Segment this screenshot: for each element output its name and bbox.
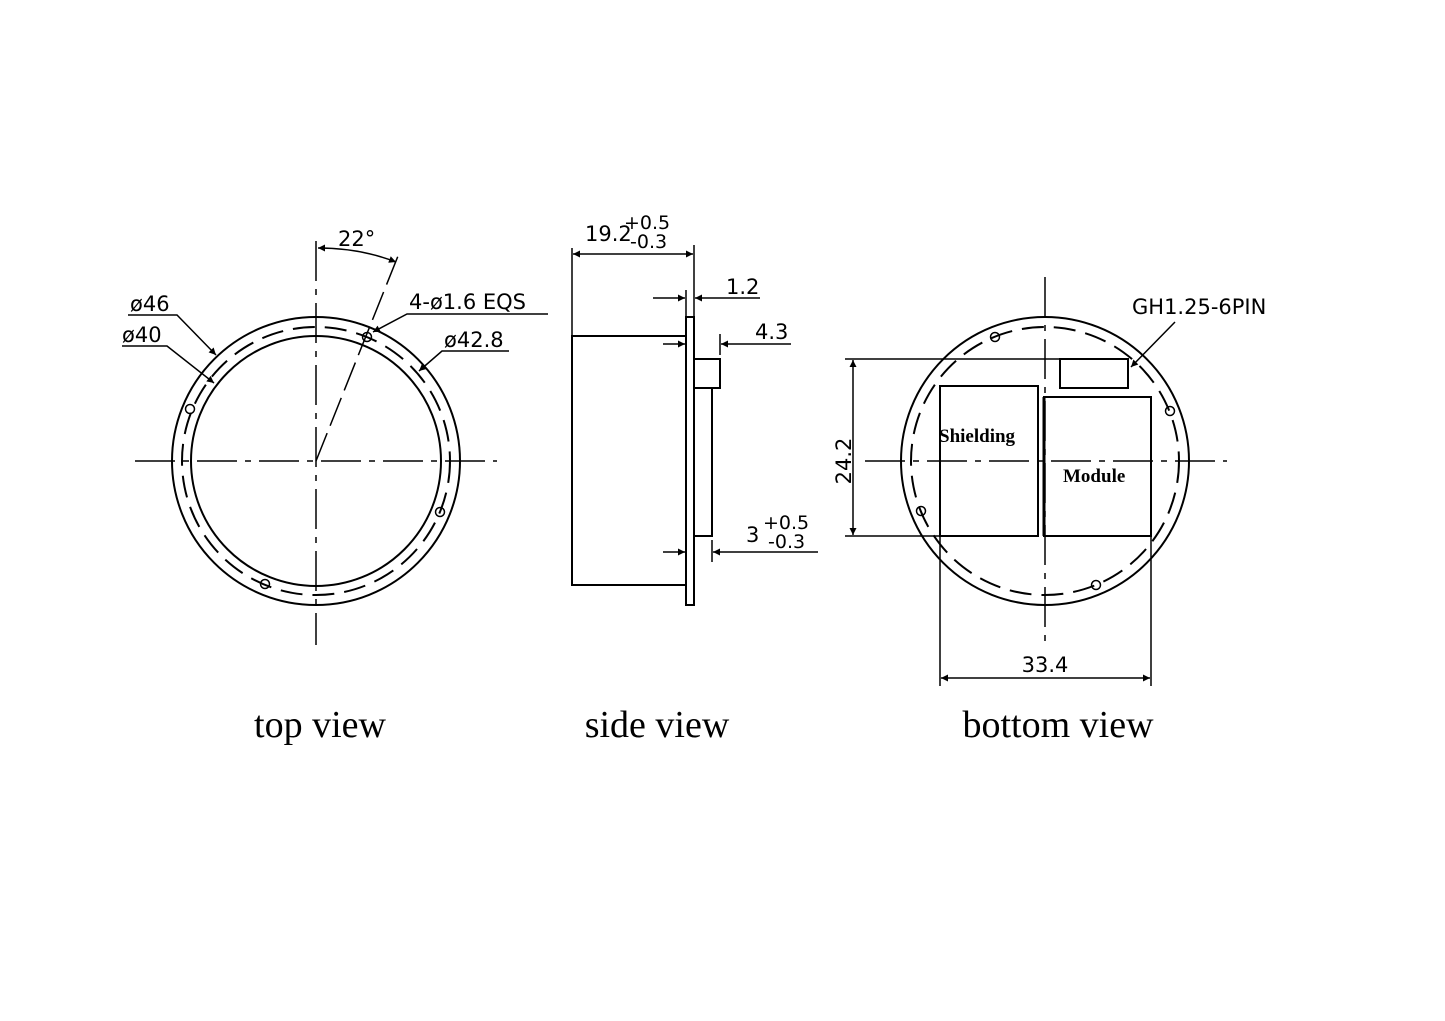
body: [571, 335, 687, 586]
flange: [685, 316, 695, 606]
connector-block: [1059, 358, 1129, 389]
leader-inner: [122, 345, 215, 384]
module: [693, 387, 713, 537]
side-view-title: side view: [585, 704, 730, 746]
length-tol-minus: -0.3: [630, 231, 667, 253]
flange-label: 1.2: [726, 275, 759, 299]
module-label: Module: [1063, 466, 1125, 487]
bottom-view-title: bottom view: [962, 704, 1154, 746]
outer-circle: [171, 316, 461, 606]
connector-label: 4.3: [755, 320, 788, 344]
leader-outer: [128, 314, 217, 356]
leader-hole-circle: [418, 350, 509, 372]
mounting-hole: [259, 578, 271, 590]
inner-circle: [190, 335, 442, 587]
connector: [693, 358, 721, 389]
connector-label: GH1.25-6PIN: [1132, 295, 1266, 319]
inner-diameter-label: ø40: [122, 323, 162, 347]
hole-spec-label: 4-ø1.6 EQS: [409, 290, 526, 314]
angle-label: 22°: [338, 227, 375, 251]
mounting-hole: [989, 331, 1001, 343]
shielding-label: Shielding: [939, 426, 1016, 447]
mounting-hole: [184, 403, 196, 415]
connector-leader: [1130, 321, 1176, 368]
length-label: 19.2: [585, 222, 632, 246]
top-view: 22° ø46 ø40 4-ø1.6 EQS ø42.8 top view: [122, 227, 548, 746]
hole-circle: [181, 326, 451, 596]
leader-hole: [372, 313, 548, 333]
hole-circle: [910, 326, 1180, 596]
length-tol-plus: +0.5: [624, 212, 670, 234]
mounting-hole: [434, 506, 446, 518]
outer-circle: [900, 316, 1190, 606]
module-label: 3: [746, 523, 759, 547]
module-tol-plus: +0.5: [763, 512, 809, 534]
module-tol-minus: -0.3: [768, 531, 805, 553]
mounting-hole: [915, 505, 927, 517]
height-label: 24.2: [832, 438, 856, 485]
outer-diameter-label: ø46: [130, 292, 170, 316]
bottom-view: Shielding Module GH1.25-6PIN 24.2 33.4 b…: [832, 277, 1266, 746]
mounting-hole: [1164, 405, 1176, 417]
width-label: 33.4: [1022, 653, 1069, 677]
shielding-block: [939, 385, 1039, 537]
hole-circle-label: ø42.8: [444, 328, 504, 352]
mounting-hole: [1090, 579, 1102, 591]
angle-line: [315, 255, 399, 462]
angle-arc: [317, 244, 397, 263]
top-view-title: top view: [254, 704, 386, 746]
side-view: 19.2 +0.5 -0.3 1.2 4.3 3 +0.5 -0.3 side …: [571, 212, 818, 746]
